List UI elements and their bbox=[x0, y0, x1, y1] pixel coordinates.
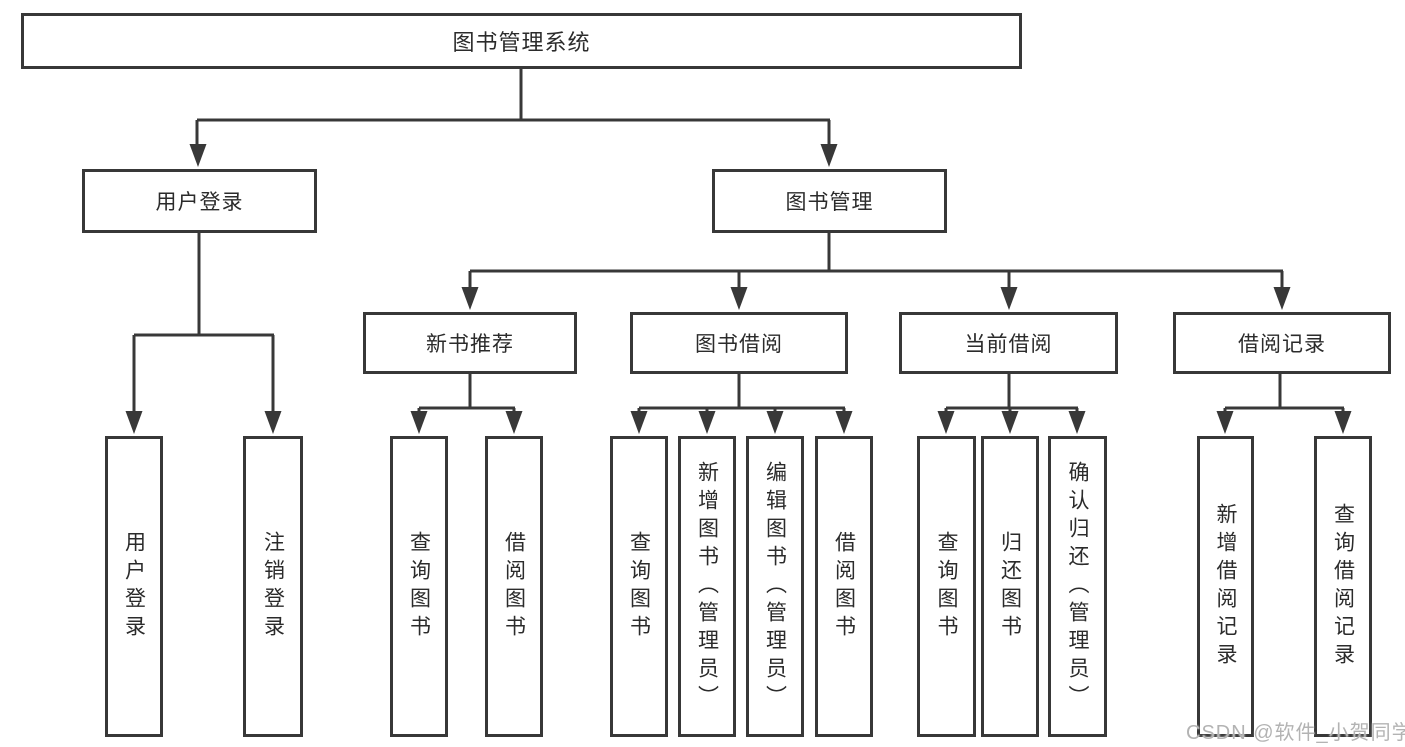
arrowhead bbox=[410, 411, 428, 434]
arrowhead bbox=[937, 411, 955, 434]
node-label: 注销登录 bbox=[261, 530, 285, 643]
arrowhead bbox=[835, 411, 853, 434]
node-label: 查询借阅记录 bbox=[1331, 502, 1355, 671]
node-label: 归还图书 bbox=[998, 530, 1022, 643]
leaf-edit-book-admin: 编辑图书（管理员） bbox=[746, 436, 804, 737]
node-current-borrowing: 当前借阅 bbox=[899, 312, 1118, 374]
arrowhead bbox=[1273, 287, 1291, 310]
leaf-add-borrowing-record: 新增借阅记录 bbox=[1197, 436, 1254, 737]
arrowhead bbox=[1001, 411, 1019, 434]
node-label: 借阅记录 bbox=[1238, 333, 1326, 356]
node-label: 查询图书 bbox=[935, 530, 958, 643]
arrowhead bbox=[189, 144, 207, 167]
leaf-borrow-books-recommend: 借阅图书 bbox=[485, 436, 543, 737]
arrowhead bbox=[1000, 287, 1018, 310]
node-new-book-recommendation: 新书推荐 bbox=[363, 312, 577, 374]
node-borrowing-records: 借阅记录 bbox=[1173, 312, 1391, 374]
leaf-query-borrowing-record: 查询借阅记录 bbox=[1314, 436, 1372, 737]
node-label: 图书管理系统 bbox=[452, 30, 591, 55]
node-label: 新增借阅记录 bbox=[1214, 502, 1237, 671]
arrowheads bbox=[125, 144, 1352, 434]
arrowhead bbox=[630, 411, 648, 434]
leaf-confirm-return-admin: 确认归还（管理员） bbox=[1048, 436, 1107, 737]
node-library-management-system: 图书管理系统 bbox=[21, 13, 1022, 69]
arrowhead bbox=[125, 411, 143, 434]
leaf-add-book-admin: 新增图书（管理员） bbox=[678, 436, 736, 737]
arrowhead bbox=[505, 411, 523, 434]
node-label: 用户登录 bbox=[155, 191, 244, 214]
arrowhead bbox=[1068, 411, 1086, 434]
node-label: 查询图书 bbox=[627, 530, 651, 643]
node-label: 当前借阅 bbox=[964, 333, 1053, 356]
node-book-borrowing: 图书借阅 bbox=[630, 312, 848, 374]
leaf-return-books: 归还图书 bbox=[981, 436, 1039, 737]
node-label: 新增图书（管理员） bbox=[695, 460, 719, 713]
node-book-management: 图书管理 bbox=[712, 169, 947, 233]
arrowhead bbox=[1334, 411, 1352, 434]
node-label: 新书推荐 bbox=[426, 333, 514, 356]
arrowhead bbox=[820, 144, 838, 167]
leaf-query-books-current: 查询图书 bbox=[917, 436, 976, 737]
leaf-query-books-recommend: 查询图书 bbox=[390, 436, 448, 737]
node-label: 编辑图书（管理员） bbox=[763, 460, 787, 713]
leaf-user-login: 用户登录 bbox=[105, 436, 163, 737]
node-label: 图书借阅 bbox=[695, 333, 783, 356]
csdn-watermark: CSDN @软件_小贺同学 bbox=[1186, 722, 1405, 744]
leaf-borrow-books: 借阅图书 bbox=[815, 436, 873, 737]
node-label: 确认归还（管理员） bbox=[1066, 460, 1089, 713]
node-label: 图书管理 bbox=[785, 191, 874, 214]
arrowhead bbox=[461, 287, 479, 310]
arrowhead bbox=[766, 411, 784, 434]
node-label: 借阅图书 bbox=[502, 530, 526, 643]
arrowhead bbox=[698, 411, 716, 434]
node-label: 查询图书 bbox=[407, 530, 431, 643]
node-label: 借阅图书 bbox=[832, 530, 856, 643]
leaf-logout: 注销登录 bbox=[243, 436, 303, 737]
arrowhead bbox=[730, 287, 748, 310]
node-user-login: 用户登录 bbox=[82, 169, 317, 233]
arrowhead bbox=[264, 411, 282, 434]
node-label: 用户登录 bbox=[122, 530, 146, 643]
leaf-query-books-borrowing: 查询图书 bbox=[610, 436, 668, 737]
arrowhead bbox=[1216, 411, 1234, 434]
